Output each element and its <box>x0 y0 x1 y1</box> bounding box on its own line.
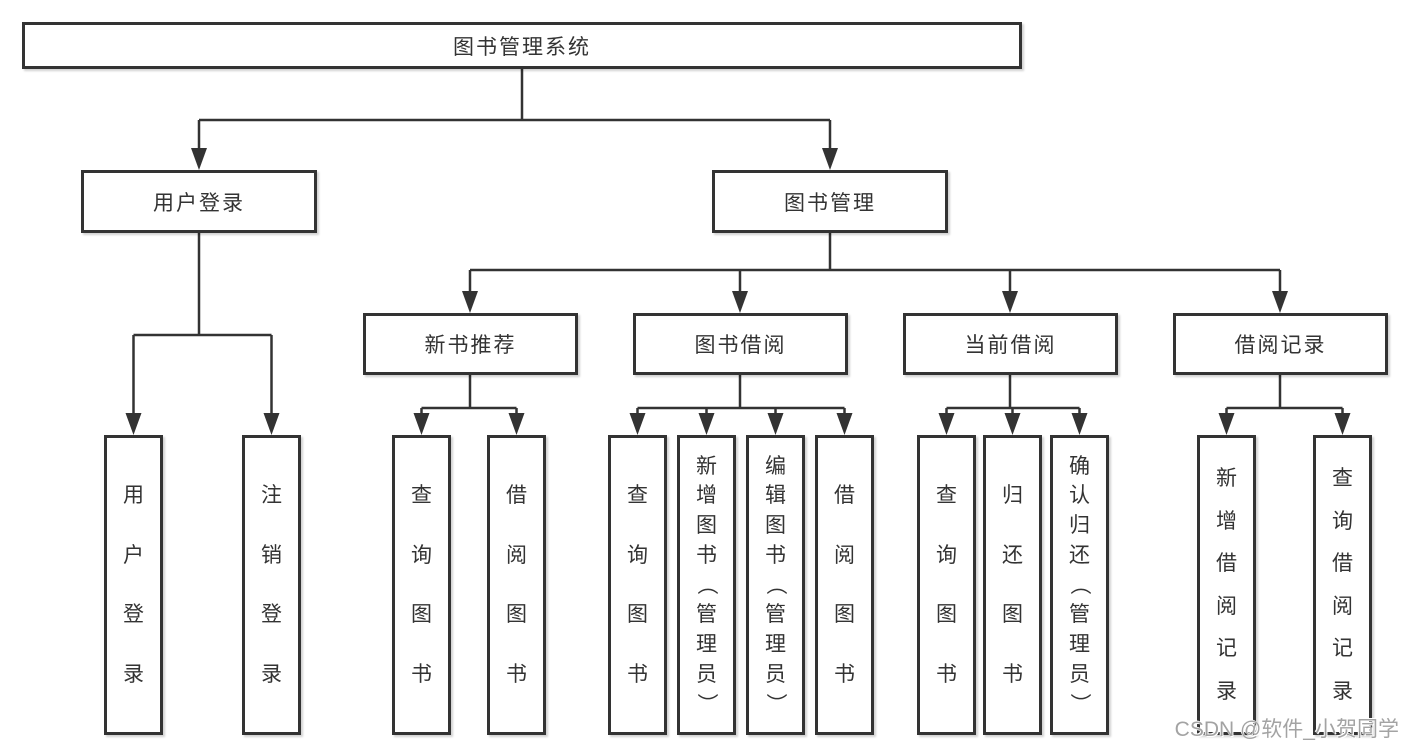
node-book-management: 图书管理 <box>712 170 948 233</box>
node-borrow-records: 借阅记录 <box>1173 313 1388 375</box>
leaf-user-login: 用户登录 <box>104 435 163 735</box>
leaf-borrow-query-books: 查询图书 <box>608 435 667 735</box>
leaf-edit-books-admin-label: 编辑图书（管理员） <box>764 454 787 715</box>
leaf-confirm-return-admin: 确认归还（管理员） <box>1050 435 1109 735</box>
leaf-recommend-query-books-label: 查询图书 <box>411 484 432 686</box>
node-book-borrow-label: 图书借阅 <box>694 334 787 357</box>
leaf-recommend-borrow-books-label: 借阅图书 <box>506 484 527 686</box>
node-borrow-records-label: 借阅记录 <box>1234 334 1327 357</box>
node-book-borrow: 图书借阅 <box>633 313 848 375</box>
node-root-label: 图书管理系统 <box>453 35 591 59</box>
node-user-login: 用户登录 <box>81 170 317 233</box>
node-new-book-recommend-label: 新书推荐 <box>424 334 517 357</box>
leaf-return-books-label: 归还图书 <box>1002 484 1023 686</box>
leaf-add-books-admin: 新增图书（管理员） <box>677 435 736 735</box>
node-book-management-label: 图书管理 <box>784 191 876 215</box>
leaf-confirm-return-admin-label: 确认归还（管理员） <box>1068 454 1091 715</box>
leaf-add-books-admin-label: 新增图书（管理员） <box>695 454 718 715</box>
leaf-logout: 注销登录 <box>242 435 301 735</box>
node-new-book-recommend: 新书推荐 <box>363 313 578 375</box>
leaf-logout-label: 注销登录 <box>261 484 282 686</box>
leaf-current-query-books: 查询图书 <box>917 435 976 735</box>
leaf-borrow-books-label: 借阅图书 <box>834 484 855 686</box>
leaf-query-borrow-record: 查询借阅记录 <box>1313 435 1372 735</box>
leaf-add-borrow-record: 新增借阅记录 <box>1197 435 1256 735</box>
leaf-return-books: 归还图书 <box>983 435 1042 735</box>
arrowheads <box>125 148 1351 435</box>
leaf-recommend-borrow-books: 借阅图书 <box>487 435 546 735</box>
leaf-query-borrow-record-label: 查询借阅记录 <box>1332 467 1353 703</box>
leaf-borrow-books: 借阅图书 <box>815 435 874 735</box>
node-current-borrow-label: 当前借阅 <box>964 334 1057 357</box>
leaf-user-login-label: 用户登录 <box>123 484 144 686</box>
leaf-current-query-books-label: 查询图书 <box>936 484 957 686</box>
leaf-add-borrow-record-label: 新增借阅记录 <box>1216 467 1237 703</box>
leaf-recommend-query-books: 查询图书 <box>392 435 451 735</box>
node-current-borrow: 当前借阅 <box>903 313 1118 375</box>
leaf-borrow-query-books-label: 查询图书 <box>627 484 648 686</box>
csdn-watermark: CSDN @软件_小贺同学 <box>1174 718 1399 741</box>
node-root-system: 图书管理系统 <box>22 22 1022 69</box>
node-user-login-label: 用户登录 <box>153 191 245 215</box>
leaf-edit-books-admin: 编辑图书（管理员） <box>746 435 805 735</box>
